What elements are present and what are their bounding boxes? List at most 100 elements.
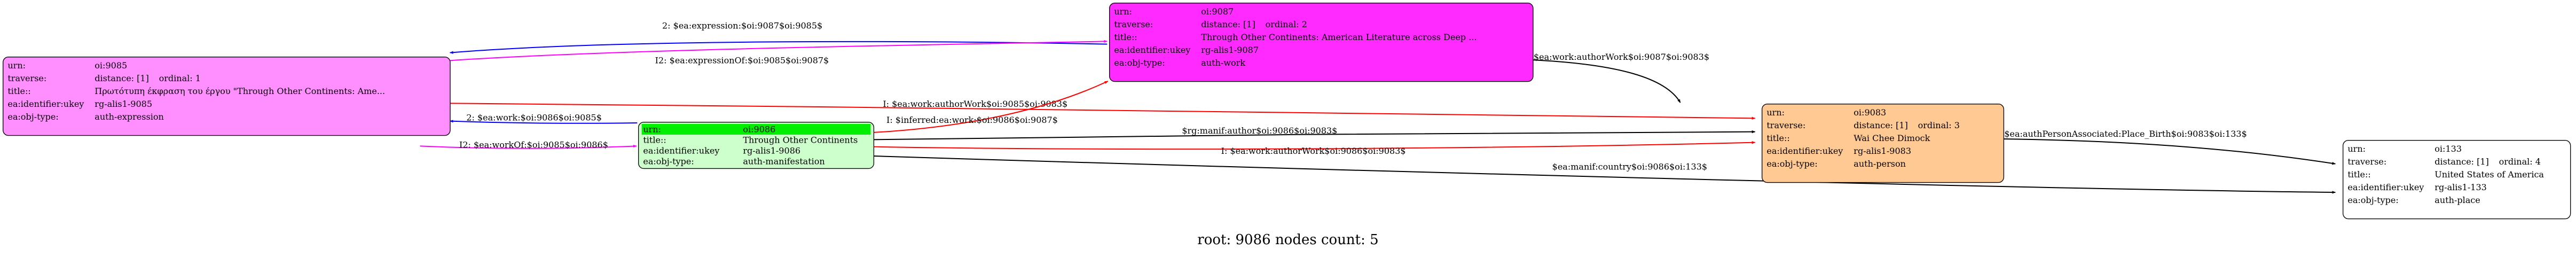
ordinal-value: ordinal: 1 bbox=[159, 73, 201, 83]
ordinal-value: ordinal: 3 bbox=[1918, 120, 1960, 130]
node-9083[interactable]: urn: oi:9083 traverse: distance: [1] ordina… bbox=[1761, 103, 2004, 183]
node-9085[interactable]: urn: oi:9085 traverse: distance: [1] ordina… bbox=[3, 56, 451, 136]
edge-label-inferred-work: I: $inferred:ea:work:$oi:9086$oi:9087$ bbox=[886, 115, 1058, 125]
ukey-value: rg-alis1-9085 bbox=[95, 98, 153, 109]
urn-value: oi:9083 bbox=[1854, 107, 1887, 118]
node-objtype-row: ea:obj-type: auth-place bbox=[2348, 194, 2566, 207]
node-urn-row: urn: oi:9086 bbox=[641, 124, 871, 135]
edge-label-manif-country: $ea:manif:country$oi:9086$oi:133$ bbox=[1552, 161, 1707, 172]
node-133[interactable]: urn: oi:133 traverse: distance: [1]ordinal… bbox=[2343, 139, 2571, 220]
objtype-key: ea:obj-type: bbox=[1114, 58, 1165, 68]
node-ukey-row: ea:identifier:ukey rg-alis1-9083 bbox=[1766, 144, 1999, 157]
node-title-row: title::Πρωτότυπη έκφραση του έργου "Thro… bbox=[8, 84, 446, 97]
urn-value: oi:133 bbox=[2434, 144, 2462, 154]
objtype-key: ea:obj-type: bbox=[7, 112, 59, 122]
title-value: Πρωτότυπη έκφραση του έργου "Through Oth… bbox=[95, 85, 386, 96]
urn-key: urn: bbox=[1766, 107, 1785, 118]
traverse-value: distance: [1] ordinal: 1 bbox=[95, 72, 446, 84]
traverse-value: distance: [1] ordinal: 2 bbox=[1201, 18, 1528, 31]
edge-label-author-work-9086: I: $ea:work:authorWork$oi:9086$oi:9083$ bbox=[1221, 146, 1406, 156]
ukey-key: ea:identifier:ukey bbox=[1114, 45, 1191, 56]
title-key: title:: bbox=[2347, 169, 2371, 180]
node-objtype-row: ea:obj-type: auth-work bbox=[1114, 57, 1528, 69]
node-title-row: title::United States of America bbox=[2348, 168, 2566, 181]
title-value: Through Other Continents: American Liter… bbox=[1201, 32, 1477, 43]
traverse-value: distance: [1] ordinal: 3 bbox=[1854, 119, 1999, 131]
objtype-key: ea:obj-type: bbox=[643, 157, 695, 167]
objtype-value: auth-place bbox=[2434, 195, 2481, 205]
edge-label-author-work-9087: $ea:work:authorWork$oi:9087$oi:9083$ bbox=[1534, 52, 1709, 62]
urn-value: oi:9086 bbox=[743, 124, 776, 135]
node-9086[interactable]: urn: oi:9086 title::Through Other Contine… bbox=[638, 122, 875, 169]
distance-value: distance: [1] bbox=[95, 73, 150, 83]
title-key: title:: bbox=[1766, 133, 1790, 143]
title-key: title:: bbox=[1114, 32, 1137, 43]
edge-expression-of bbox=[450, 40, 1108, 61]
urn-value: oi:9085 bbox=[95, 60, 128, 71]
edge-label-expression-of: I2: $ea:expressionOf:$oi:9085$oi:9087$ bbox=[655, 56, 829, 66]
ordinal-value: ordinal: 2 bbox=[1265, 19, 1307, 30]
title-value: Through Other Continents bbox=[743, 135, 858, 145]
traverse-key: traverse: bbox=[1766, 120, 1806, 130]
distance-value: distance: [1] bbox=[1854, 120, 1908, 130]
node-urn-row: urn: oi:133 bbox=[2346, 142, 2567, 155]
edge-label-expression: 2: $ea:expression:$oi:9087$oi:9085$ bbox=[662, 20, 822, 30]
ukey-key: ea:identifier:ukey bbox=[1766, 146, 1843, 156]
title-value: Wai Chee Dimock bbox=[1854, 133, 1930, 143]
traverse-value: distance: [1]ordinal: 4 bbox=[2435, 155, 2566, 168]
edge-expression bbox=[450, 41, 1108, 54]
ordinal-value: ordinal: 4 bbox=[2499, 157, 2541, 167]
traverse-key: traverse: bbox=[2347, 157, 2387, 167]
node-traverse-row: traverse: distance: [1] ordinal: 1 bbox=[8, 72, 446, 84]
node-objtype-row: ea:obj-type: auth-manifestation bbox=[643, 156, 869, 167]
node-title-row: title::Wai Chee Dimock bbox=[1766, 131, 1999, 144]
objtype-key: ea:obj-type: bbox=[2347, 195, 2399, 205]
edge-manif-country bbox=[873, 155, 2336, 194]
ukey-value: rg-alis1-9083 bbox=[1854, 146, 1911, 156]
traverse-key: traverse: bbox=[7, 73, 47, 83]
node-title-row: title::Through Other Continents bbox=[643, 135, 869, 145]
edge-author-work-9085 bbox=[450, 103, 1756, 120]
edge-birth-place bbox=[2000, 138, 2336, 165]
edge-label-work: 2: $ea:work:$oi:9086$oi:9085$ bbox=[466, 112, 602, 122]
node-9087[interactable]: urn: oi:9087 traverse: distance: [1] ordina… bbox=[1109, 3, 1534, 82]
objtype-value: auth-manifestation bbox=[743, 157, 826, 167]
urn-value: oi:9087 bbox=[1201, 6, 1234, 17]
edge-label-author-work-9085: I: $ea:work:authorWork$oi:9085$oi:9083$ bbox=[883, 99, 1067, 109]
node-urn-row: urn: oi:9087 bbox=[1112, 5, 1530, 19]
node-ukey-row: ea:identifier:ukey rg-alis1-133 bbox=[2348, 181, 2566, 194]
node-objtype-row: ea:obj-type:auth-person bbox=[1766, 157, 1999, 170]
node-urn-row: urn: oi:9083 bbox=[1765, 106, 2001, 119]
edge-author-work-9087 bbox=[1530, 59, 1681, 103]
ukey-value: rg-alis1-133 bbox=[2434, 182, 2487, 192]
edge-manif-author bbox=[873, 130, 1756, 141]
distance-value: distance: [1] bbox=[1201, 19, 1255, 30]
urn-key: urn: bbox=[1114, 6, 1132, 17]
urn-key: urn: bbox=[7, 60, 26, 71]
urn-key: urn: bbox=[643, 124, 662, 135]
ukey-value: rg-alis1-9086 bbox=[743, 146, 801, 156]
node-traverse-row: traverse: distance: [1] ordinal: 3 bbox=[1766, 119, 1999, 131]
title-key: title:: bbox=[643, 135, 667, 145]
ukey-value: rg-alis1-9087 bbox=[1201, 45, 1259, 56]
urn-key: urn: bbox=[2347, 144, 2366, 154]
title-key: title:: bbox=[7, 85, 32, 96]
traverse-key: traverse: bbox=[1114, 19, 1153, 30]
objtype-key: ea:obj-type: bbox=[1766, 159, 1818, 169]
edge-work-of bbox=[420, 144, 637, 149]
graph-caption: root: 9086 nodes count: 5 bbox=[1197, 232, 1379, 248]
edge-label-work-of: I2: $ea:workOf:$oi:9085$oi:9086$ bbox=[459, 140, 608, 150]
objtype-value: auth-work bbox=[1201, 58, 1245, 68]
edge-label-manif-author: $rg:manif:author$oi:9086$oi:9083$ bbox=[1182, 126, 1337, 136]
title-value: United States of America bbox=[2434, 169, 2544, 180]
node-ukey-row: ea:identifier:ukey rg-alis1-9087 bbox=[1114, 44, 1528, 57]
ukey-key: ea:identifier:ukey bbox=[2347, 182, 2424, 192]
objtype-value: auth-expression bbox=[95, 112, 164, 122]
node-title-row: title::Through Other Continents: America… bbox=[1114, 31, 1528, 44]
edge-author-work-9086 bbox=[873, 141, 1756, 150]
node-traverse-row: traverse: distance: [1] ordinal: 2 bbox=[1114, 18, 1528, 31]
node-objtype-row: ea:obj-type: auth-expression bbox=[8, 110, 446, 123]
